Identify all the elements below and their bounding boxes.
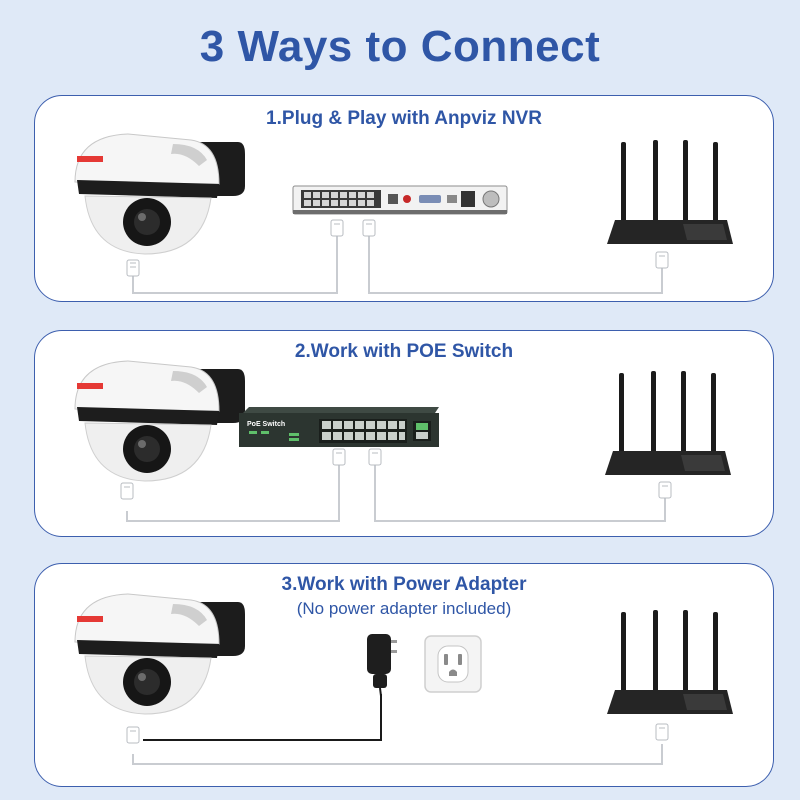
nvr-to-router-cable	[368, 233, 663, 294]
method-note: (No power adapter included)	[296, 599, 512, 618]
ptz-camera-icon	[74, 593, 245, 715]
method-heading: 2.Work with POE Switch	[294, 341, 514, 362]
wifi-router-icon	[607, 140, 733, 244]
nvr-recorder-icon	[292, 185, 508, 215]
rj45-plug-icon	[362, 219, 376, 237]
switch-to-router-cable	[374, 461, 666, 522]
poe-switch-icon: PoE Switch	[239, 407, 439, 447]
page-title: 3 Ways to Connect	[199, 22, 601, 71]
rj45-plug-icon	[332, 448, 346, 466]
ptz-camera-icon	[74, 133, 245, 255]
adapter-power-cord	[143, 694, 382, 741]
power-adapter-icon	[367, 634, 397, 697]
rj45-plug-icon	[658, 481, 672, 499]
switch-label: PoE Switch	[247, 421, 285, 428]
rj45-plug-icon	[120, 482, 134, 500]
rj45-plug-icon	[368, 448, 382, 466]
wifi-router-icon	[607, 610, 733, 714]
wifi-router-icon	[605, 371, 731, 475]
rj45-plug-icon	[126, 726, 140, 744]
rj45-plug-icon	[655, 723, 669, 741]
rj45-plug-icon	[126, 259, 140, 277]
wall-outlet-icon	[424, 635, 482, 693]
method-heading: 3.Work with Power Adapter	[281, 574, 527, 595]
method-panel-nvr: 1.Plug & Play with Anpviz NVR	[34, 95, 774, 302]
camera-to-switch-cable	[126, 461, 340, 522]
nvr-connection-diagram	[74, 133, 733, 294]
method-panel-power-adapter: 3.Work with Power Adapter (No power adap…	[34, 563, 774, 787]
method-panel-poe-switch: 2.Work with POE Switch PoE Switch	[34, 330, 774, 537]
ptz-camera-icon	[74, 360, 245, 482]
camera-to-router-cable	[132, 744, 663, 765]
rj45-plug-icon	[330, 219, 344, 237]
method-heading: 1.Plug & Play with Anpviz NVR	[266, 108, 542, 129]
poe-switch-connection-diagram: PoE Switch	[74, 360, 731, 522]
power-adapter-connection-diagram	[74, 593, 733, 765]
rj45-plug-icon	[655, 251, 669, 269]
camera-to-nvr-cable	[132, 233, 338, 294]
